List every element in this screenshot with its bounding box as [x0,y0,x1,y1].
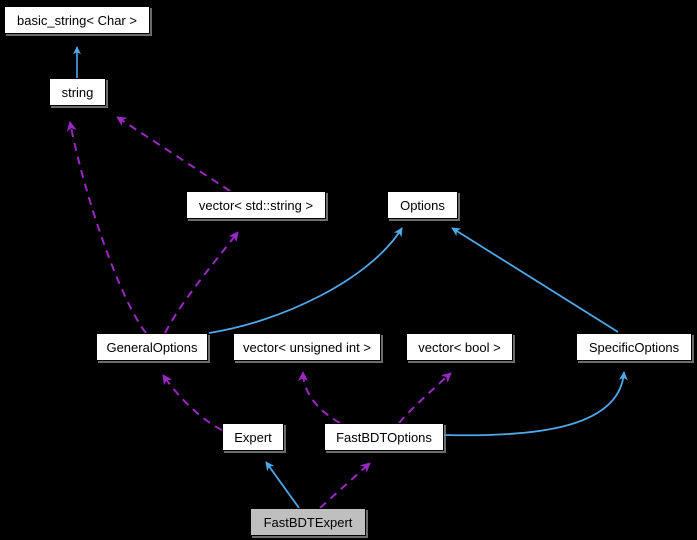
node-label: vector< std::string > [198,197,314,213]
node-specific-options[interactable]: SpecificOptions [576,333,692,361]
edge-generaloptions-to-string [66,121,147,334]
node-label: Expert [234,429,272,445]
node-label: FastBDTOptions [336,429,432,445]
node-expert[interactable]: Expert [222,423,284,451]
node-label: string [61,84,94,100]
node-vector-bool[interactable]: vector< bool > [406,333,513,361]
node-label: GeneralOptions [106,339,198,355]
edge-fastbdtoptions-to-vectoruint [298,371,341,424]
node-general-options[interactable]: GeneralOptions [96,333,208,361]
node-fastbdt-options[interactable]: FastBDTOptions [324,423,444,451]
node-fastbdt-expert[interactable]: FastBDTExpert [250,508,366,536]
edge-expert-to-generaloptions [162,374,223,431]
node-label: SpecificOptions [588,339,680,355]
edge-generaloptions-to-vectorstring [164,231,239,334]
edge-specificoptions-to-options [451,227,619,333]
edge-fastbdtoptions-to-vectorbool [398,372,452,424]
node-basic-string[interactable]: basic_string< Char > [4,6,150,34]
edge-vectorstring-to-string [116,116,231,192]
node-label: vector< unsigned int > [243,339,371,355]
node-string[interactable]: string [49,78,106,106]
edge-fastbdtexpert-to-expert [265,461,300,509]
node-label: Options [400,197,445,213]
node-label: basic_string< Char > [17,12,137,28]
edge-fastbdtoptions-to-specificoptions [443,371,628,437]
node-vector-std-string[interactable]: vector< std::string > [186,191,326,219]
node-label: FastBDTExpert [263,514,353,530]
node-options[interactable]: Options [387,191,458,219]
edge-fastbdtexpert-to-fastbdtoptions [319,462,371,509]
edge-generaloptions-to-options [208,227,403,334]
node-label: vector< bool > [418,339,501,355]
node-vector-unsigned-int[interactable]: vector< unsigned int > [233,333,381,361]
